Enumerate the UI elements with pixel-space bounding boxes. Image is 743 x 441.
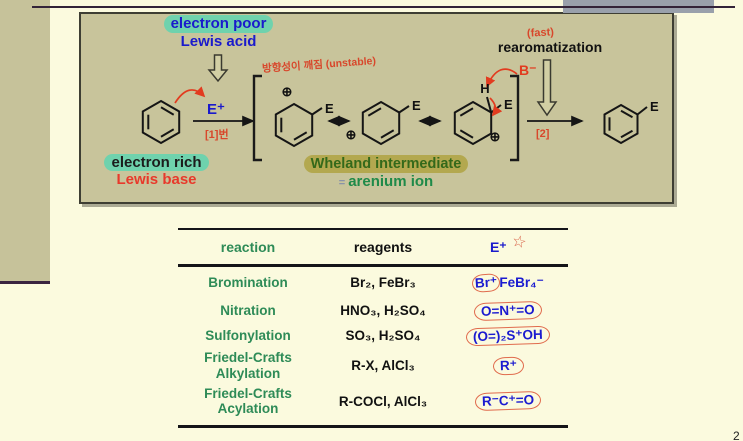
highlight-pill: electron poor <box>163 15 274 33</box>
fast-annotation: (fast) <box>526 26 555 40</box>
electrophile-value: R⁺ <box>448 355 568 376</box>
double-bond <box>459 129 474 139</box>
double-bond <box>620 129 633 139</box>
table-row: Sulfonylation SO₃, H₂SO₄ (O=)₂S⁺OH <box>178 323 568 348</box>
bond-H <box>486 96 493 113</box>
reactions-table: reaction reagents E⁺☆ Bromination Br₂, F… <box>178 228 568 428</box>
table-row: Friedel-Crafts Acylation R-COCl, AlCl₃ R… <box>178 383 568 419</box>
left-sidebar-band <box>0 0 50 282</box>
reaction-name: Bromination <box>208 274 288 290</box>
arenium-ion-label: arenium ion <box>348 173 434 190</box>
wheland-block: Wheland intermediate =arenium ion <box>302 155 470 192</box>
reaction-name: Friedel-Crafts Alkylation <box>204 350 292 381</box>
e-substituent: E <box>504 97 513 112</box>
lewis-acid-label: Lewis acid <box>180 33 257 50</box>
star-icon: ☆ <box>509 232 528 253</box>
hand-drawn-circle: O=N⁺=O <box>473 300 543 321</box>
hand-drawn-circle: (O=)₂S⁺OH <box>465 325 551 346</box>
reagents-value: R-X, AlCl₃ <box>351 358 415 373</box>
page-number: 2 <box>733 429 740 441</box>
electron-poor-block: electron poor Lewis acid <box>141 15 296 51</box>
wheland-label: Wheland intermediate <box>310 156 462 172</box>
hand-drawn-circle: Br⁺ <box>471 272 501 293</box>
double-bond <box>160 128 175 138</box>
table-header-row: reaction reagents E⁺☆ <box>178 230 568 267</box>
lewis-base-label: Lewis base <box>116 171 197 188</box>
rearomatization-label: rearomatization <box>497 39 603 55</box>
electrophile-value: R⁻C⁺=O <box>448 390 568 412</box>
top-divider-line <box>32 6 735 8</box>
double-bond <box>620 109 633 119</box>
double-bond <box>160 106 175 116</box>
double-bond <box>293 131 308 141</box>
hand-drawn-circle: R⁺ <box>492 355 524 376</box>
plus-charge: ⊕ <box>282 84 293 99</box>
electron-rich-label: electron rich <box>111 154 202 171</box>
step2-annotation: [2] <box>536 128 550 140</box>
reagents-value: SO₃, H₂SO₄ <box>345 328 421 343</box>
reaction-name: Friedel-Crafts Acylation <box>204 385 292 416</box>
double-bond <box>380 129 395 139</box>
curved-electron-arrow <box>174 86 206 104</box>
h-substituent: H <box>480 81 489 96</box>
bond-E <box>398 105 410 114</box>
electrophile-value: (O=)₂S⁺OH <box>448 325 568 346</box>
step1-annotation: [1]번 <box>205 127 229 141</box>
open-bracket <box>252 74 262 162</box>
hand-drawn-circle: R⁻C⁺=O <box>474 390 542 412</box>
reagents-value: Br₂, FeBr₃ <box>350 275 416 290</box>
benzene-ring <box>141 99 181 145</box>
highlight-pill: Wheland intermediate <box>303 155 469 173</box>
e-substituent: E <box>412 98 421 113</box>
equals-sign: = <box>338 177 346 189</box>
header-reaction: reaction <box>220 239 276 255</box>
reaction-name: Sulfonylation <box>205 327 291 343</box>
reagents-value: R-COCl, AlCl₃ <box>338 393 428 409</box>
double-bond <box>459 107 474 117</box>
mechanism-diagram: E⁺ [1]번 ⊕ ⊕ ⊕ E E E E H B⁻ [2] <box>141 54 659 162</box>
e-substituent: E <box>325 101 334 116</box>
header-reagents: reagents <box>353 239 413 255</box>
base-label: B⁻ <box>519 62 537 78</box>
left-band-underline <box>0 281 50 284</box>
bond-E <box>311 107 323 116</box>
curved-bond-arrow <box>489 97 503 117</box>
electrophile-value: O=N⁺=O <box>448 300 568 321</box>
highlight-pill: electron rich <box>104 154 209 171</box>
electron-rich-block: electron rich Lewis base <box>84 154 229 188</box>
reagents-value: HNO₃, H₂SO₄ <box>340 303 426 318</box>
mechanism-panel: E⁺ [1]번 ⊕ ⊕ ⊕ E E E E H B⁻ [2] electron … <box>79 12 674 204</box>
reaction-name: Nitration <box>220 302 276 318</box>
electron-poor-label: electron poor <box>170 15 267 32</box>
table-row: Bromination Br₂, FeBr₃ Br⁺FeBr₄⁻ <box>178 267 568 298</box>
table-row: Nitration HNO₃, H₂SO₄ O=N⁺=O <box>178 298 568 323</box>
hollow-down-arrow-icon <box>536 59 558 117</box>
double-bond <box>367 107 382 117</box>
hollow-down-arrow-icon <box>207 54 229 83</box>
plus-charge: ⊕ <box>346 127 357 142</box>
bond-E <box>636 106 648 116</box>
electrophile-value: Br⁺FeBr₄⁻ <box>448 272 568 293</box>
electrophile-label: E⁺ <box>207 101 225 118</box>
header-electrophile: E⁺☆ <box>489 232 528 255</box>
curved-deprotonation-arrow <box>485 68 518 88</box>
e-substituent: E <box>650 99 659 114</box>
plus-charge: ⊕ <box>490 129 501 144</box>
table-row: Friedel-Crafts Alkylation R-X, AlCl₃ R⁺ <box>178 348 568 383</box>
close-bracket <box>510 74 520 162</box>
